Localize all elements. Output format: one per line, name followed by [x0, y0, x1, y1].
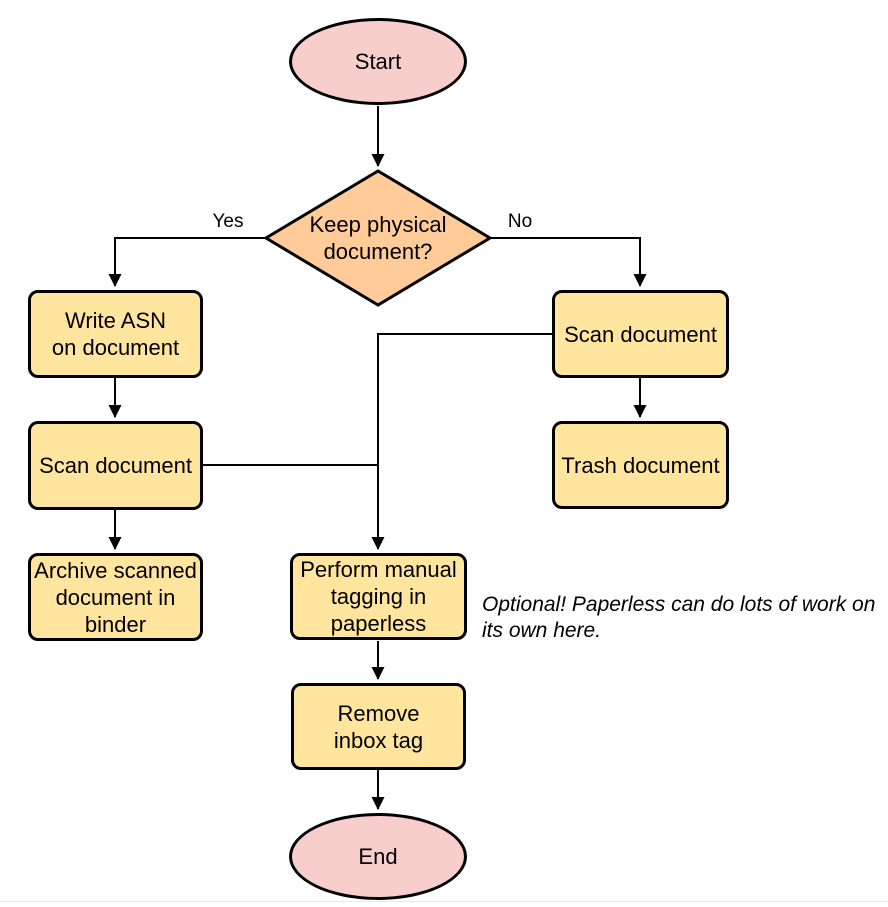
- edge-scan-right-to-perform-tagging: [371, 333, 552, 550]
- node-trash-document-label: Trash document: [561, 452, 720, 478]
- node-scan-document-right: Scan document: [552, 290, 729, 378]
- node-scan-document-right-label: Scan document: [564, 321, 717, 347]
- node-remove-inbox-tag: Remove inbox tag: [291, 683, 466, 770]
- edge-decision-yes-to-write-asn: [108, 237, 266, 287]
- node-perform-manual-tagging-label: Perform manual tagging in paperless: [300, 557, 457, 636]
- node-scan-document-left: Scan document: [28, 421, 203, 510]
- optional-note-line-1: Optional! Paperless can do lots of work …: [482, 593, 876, 616]
- node-decision-label: Keep physical document?: [309, 212, 447, 264]
- node-write-asn: Write ASN on document: [28, 290, 203, 378]
- node-archive-in-binder-label: Archive scanned document in binder: [34, 557, 197, 637]
- node-archive-in-binder: Archive scanned document in binder: [28, 553, 203, 641]
- node-start-label: Start: [354, 49, 402, 74]
- decision-shape: [263, 169, 493, 307]
- node-remove-inbox-tag-label: Remove inbox tag: [333, 700, 424, 753]
- node-start: Start: [289, 18, 467, 105]
- node-scan-document-left-label: Scan document: [39, 453, 192, 478]
- edge-label-no: No: [507, 211, 533, 232]
- node-decision: Keep physical document?: [266, 171, 490, 305]
- optional-note-line-2: its own here.: [482, 619, 602, 642]
- node-perform-manual-tagging: Perform manual tagging in paperless: [290, 553, 467, 640]
- page-divider: [0, 901, 888, 902]
- optional-note: Optional! Paperless can do lots of work …: [482, 592, 875, 644]
- edge-label-yes: Yes: [212, 211, 244, 232]
- edge-decision-no-to-scan-right: [490, 237, 647, 287]
- node-end: End: [289, 813, 467, 900]
- node-end-label: End: [358, 844, 398, 869]
- node-write-asn-label: Write ASN on document: [51, 308, 180, 360]
- node-trash-document: Trash document: [552, 421, 729, 509]
